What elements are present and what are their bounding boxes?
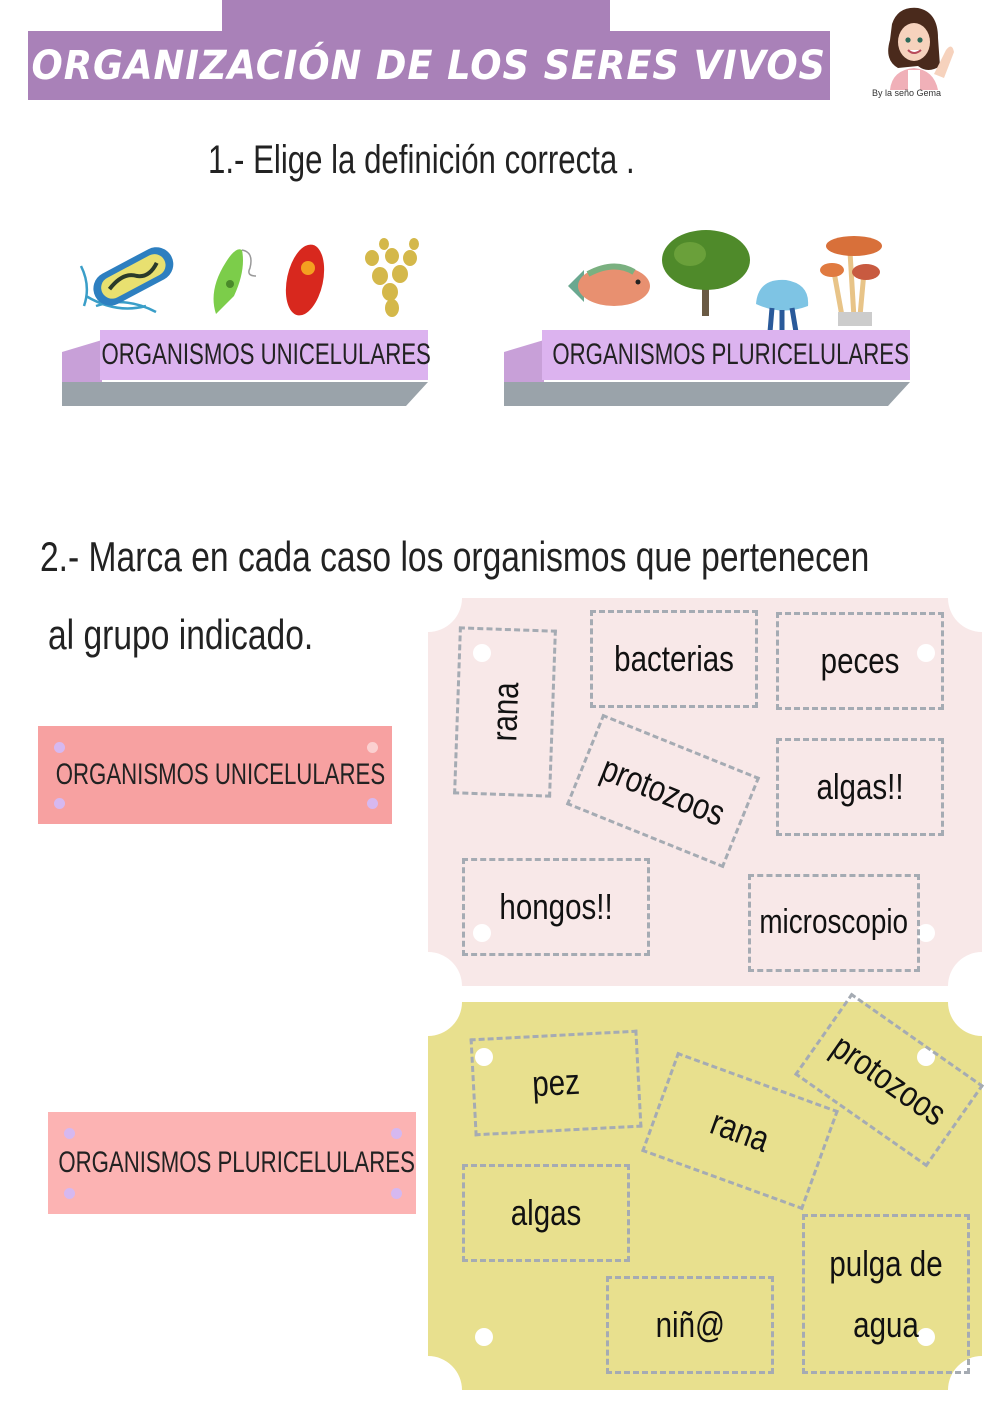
question-2-line-2: al grupo indicado. <box>48 611 314 658</box>
jellyfish-image <box>752 276 812 337</box>
word-card-pez[interactable]: pez <box>469 1029 643 1137</box>
hole-decoration <box>475 1048 493 1066</box>
euglena-image <box>204 240 260 323</box>
unicelulares-card-panel <box>428 598 982 990</box>
hole-decoration <box>917 1328 935 1346</box>
hole-decoration <box>473 644 491 662</box>
word-card-bacterias[interactable]: bacterias <box>590 610 758 708</box>
group-label-text: ORGANISMOS UNICELULARES <box>55 758 386 791</box>
word-text: algas <box>510 1192 582 1234</box>
word-text: bacterias <box>614 638 734 680</box>
pluricelulares-card-panel <box>428 1002 982 1394</box>
fish-image <box>564 256 656 321</box>
author-byline: By la seño Gema <box>872 88 942 98</box>
word-card-microscopio[interactable]: microscopio <box>748 874 920 972</box>
word-card-algas[interactable]: algas!! <box>776 738 944 836</box>
option-unicelulares-button[interactable]: ORGANISMOS UNICELULARES <box>62 330 431 406</box>
author-avatar <box>868 4 960 100</box>
option-face: ORGANISMOS UNICELULARES <box>100 330 431 380</box>
option-label: ORGANISMOS UNICELULARES <box>101 338 431 371</box>
word-card-hongos[interactable]: hongos!! <box>462 858 650 956</box>
page-title: ORGANIZACIÓN DE LOS SERES VIVOS <box>31 42 827 89</box>
dot-decoration <box>64 1188 75 1199</box>
option-face: ORGANISMOS PLURICELULARES <box>542 330 910 380</box>
dot-decoration <box>367 742 378 753</box>
word-text: rana <box>483 681 527 743</box>
dot-decoration <box>54 798 65 809</box>
hole-decoration <box>917 1048 935 1066</box>
option-label: ORGANISMOS PLURICELULARES <box>552 338 909 371</box>
word-card-rana[interactable]: rana <box>453 626 557 798</box>
word-text: niñ@ <box>655 1304 725 1346</box>
dot-decoration <box>391 1188 402 1199</box>
paramecium-image <box>282 238 328 325</box>
question-2-line-1: 2.- Marca en cada caso los organismos qu… <box>40 533 870 580</box>
word-text: algas!! <box>816 766 904 808</box>
word-text: rana <box>705 1101 775 1161</box>
group-label-pluricelulares: ORGANISMOS PLURICELULARES <box>48 1112 416 1214</box>
group-label-text: ORGANISMOS PLURICELULARES <box>58 1146 415 1179</box>
question-1-prompt: 1.- Elige la definición correcta . <box>208 138 635 182</box>
word-text: peces <box>820 640 900 682</box>
question-2-prompt: 2.- Marca en cada caso los organismos qu… <box>40 518 869 674</box>
word-text: pulga de agua <box>829 1242 943 1345</box>
word-text: microscopio <box>759 903 909 942</box>
hole-decoration <box>917 644 935 662</box>
word-text: protozoos <box>595 747 731 835</box>
bacteria-image <box>76 236 184 321</box>
bar-shadow-decoration <box>62 382 428 406</box>
word-card-algas[interactable]: algas <box>462 1164 630 1262</box>
dot-decoration <box>64 1128 75 1139</box>
mushrooms-image <box>818 232 884 333</box>
yeast-image <box>362 236 422 323</box>
group-label-unicelulares: ORGANISMOS UNICELULARES <box>38 726 392 824</box>
word-card-pulga-de-agua[interactable]: pulga de agua <box>802 1214 970 1374</box>
word-text: pez <box>531 1060 581 1105</box>
hole-decoration <box>917 924 935 942</box>
word-card-nino[interactable]: niñ@ <box>606 1276 774 1374</box>
hole-decoration <box>475 1328 493 1346</box>
dot-decoration <box>367 798 378 809</box>
dot-decoration <box>54 742 65 753</box>
word-card-peces[interactable]: peces <box>776 612 944 710</box>
bar-shadow-decoration <box>504 382 910 406</box>
hole-decoration <box>473 924 491 942</box>
option-pluricelulares-button[interactable]: ORGANISMOS PLURICELULARES <box>504 330 910 406</box>
word-text: hongos!! <box>499 886 613 928</box>
dot-decoration <box>391 1128 402 1139</box>
tree-image <box>660 226 752 323</box>
title-banner: ORGANIZACIÓN DE LOS SERES VIVOS <box>28 31 830 100</box>
